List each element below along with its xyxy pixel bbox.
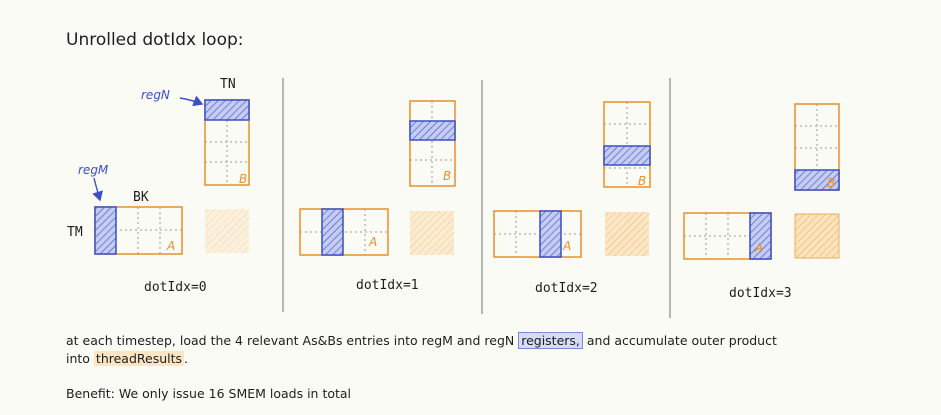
description-text: at each timestep, load the 4 relevant As… (66, 333, 519, 348)
thread-results-0 (205, 209, 249, 253)
label-A-0: A (166, 239, 175, 253)
thread-results-1 (410, 211, 454, 255)
regM-arrow (92, 177, 103, 202)
description-line-2: into threadResults. (66, 350, 188, 368)
benefit-text: Benefit: We only issue 16 SMEM loads in … (66, 386, 352, 401)
thread-results-highlight: threadResults (93, 351, 185, 366)
label-B-2: B (638, 174, 646, 188)
regM-highlight-2 (539, 210, 562, 258)
step-1-panel (299, 100, 456, 256)
step-3-panel (683, 103, 840, 260)
description-line-1: at each timestep, load the 4 relevant As… (66, 332, 777, 350)
regM-highlight-3 (749, 212, 772, 260)
diagram-title: Unrolled dotIdx loop: (66, 30, 244, 50)
regN-highlight-1 (409, 120, 456, 141)
thread-results-3 (794, 213, 840, 259)
label-regM: regM (78, 163, 109, 177)
registers-highlight: registers, (518, 332, 583, 349)
step-caption-3: dotIdx=3 (729, 286, 792, 301)
step-caption-0: dotIdx=0 (144, 280, 207, 295)
regN-highlight-0 (204, 99, 250, 121)
step-caption-1: dotIdx=1 (356, 278, 419, 293)
step-0-panel (92, 95, 250, 255)
label-regN: regN (141, 88, 170, 102)
regM-highlight-0 (94, 206, 117, 255)
label-A-1: A (368, 235, 377, 249)
label-BK: BK (133, 190, 149, 205)
step-2-panel (493, 101, 651, 258)
label-TM: TM (67, 225, 83, 240)
label-B-1: B (443, 169, 451, 183)
thread-results-2 (605, 212, 649, 256)
label-A-3: A (754, 241, 763, 255)
label-B-3: B (827, 176, 835, 190)
description-period: . (184, 351, 189, 366)
regN-highlight-3 (794, 169, 840, 191)
description-text-cont: and accumulate outer product (582, 333, 777, 348)
label-A-2: A (562, 239, 571, 253)
regN-highlight-2 (603, 145, 651, 166)
description-text-2: into (66, 351, 94, 366)
regN-arrow (179, 95, 204, 107)
step-caption-2: dotIdx=2 (535, 281, 598, 296)
regM-highlight-1 (321, 208, 344, 256)
label-TN: TN (220, 77, 236, 92)
label-B-0: B (239, 172, 247, 186)
